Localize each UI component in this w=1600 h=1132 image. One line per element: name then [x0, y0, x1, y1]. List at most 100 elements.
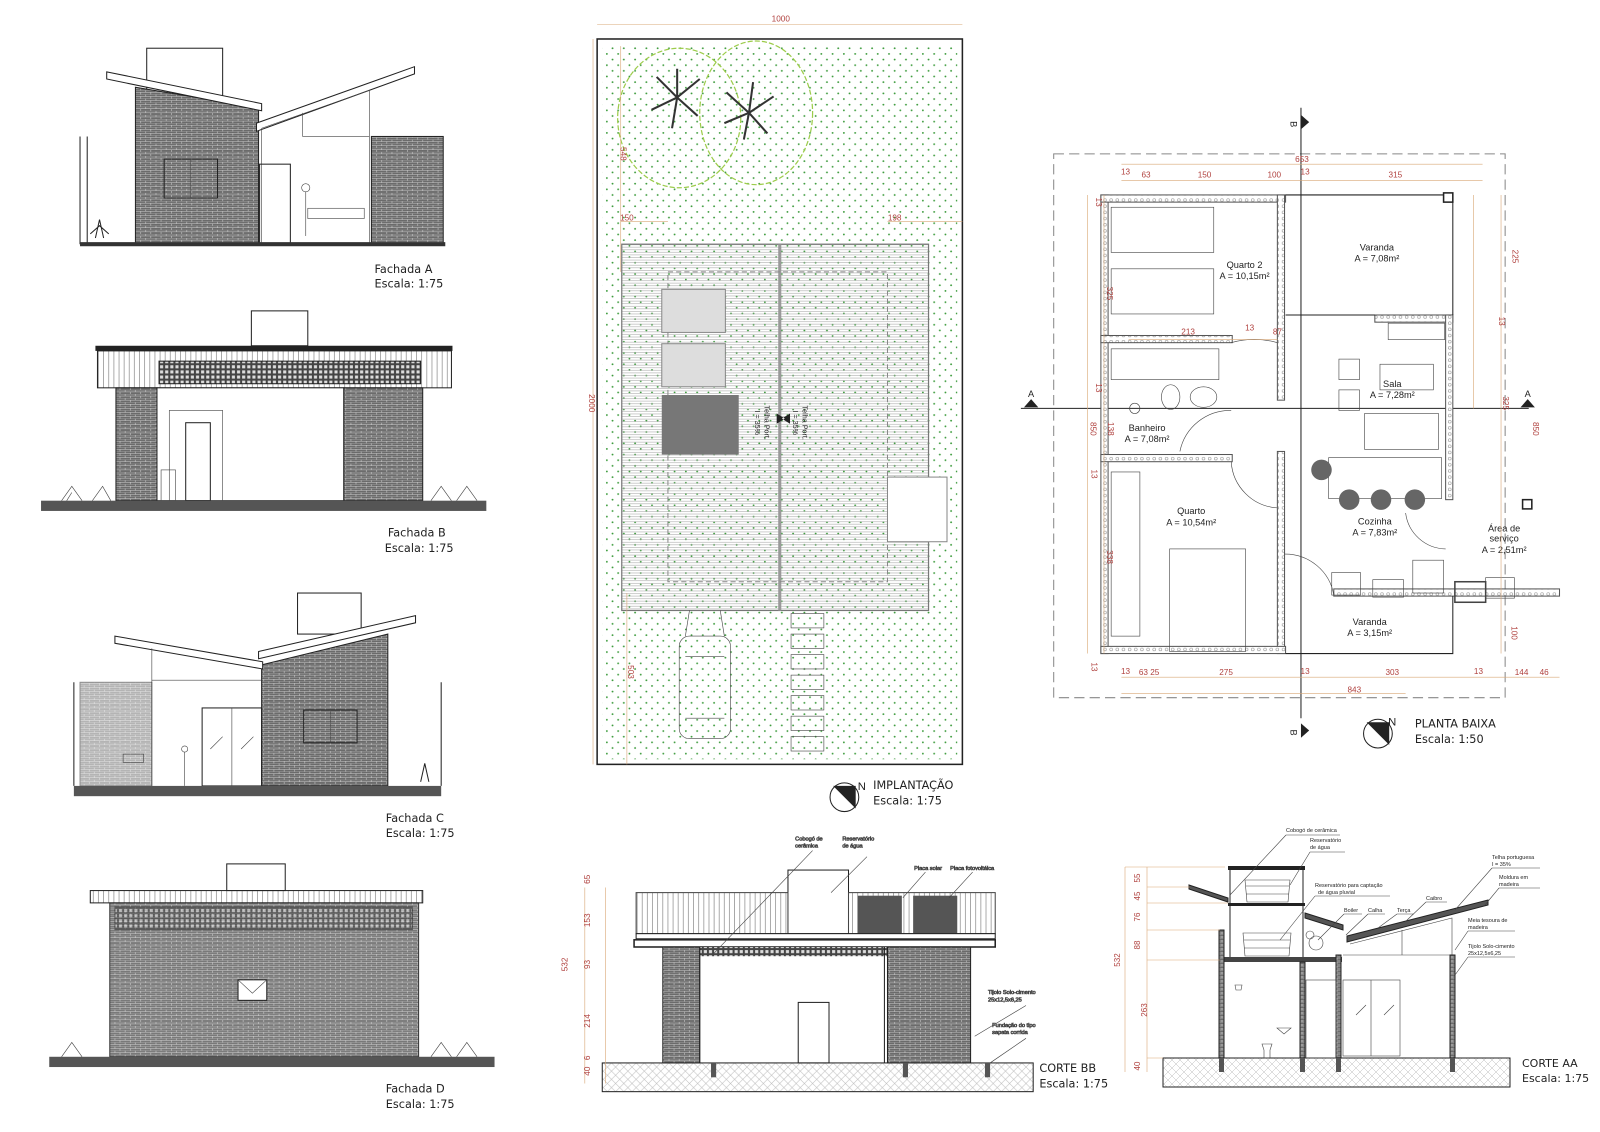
svg-text:88: 88 [1133, 940, 1142, 949]
section-marker-a-right: A [1520, 389, 1535, 408]
svg-text:850: 850 [1531, 422, 1540, 436]
svg-text:13: 13 [1090, 469, 1099, 479]
walls [1100, 192, 1561, 655]
svg-text:40: 40 [1133, 1061, 1142, 1070]
svg-text:225: 225 [1510, 250, 1519, 264]
svg-text:Placa solar: Placa solar [914, 866, 942, 872]
svg-text:Telha portuguesa: Telha portuguesa [1492, 855, 1535, 861]
svg-text:850: 850 [1089, 422, 1098, 436]
svg-text:A = 7,83m²: A = 7,83m² [1352, 528, 1397, 538]
svg-text:Fundação do tipo: Fundação do tipo [992, 1023, 1035, 1029]
svg-text:de água: de água [842, 843, 863, 849]
svg-text:100: 100 [1267, 170, 1281, 179]
svg-text:25x12,5x6,25: 25x12,5x6,25 [988, 997, 1022, 1003]
svg-text:Quarto: Quarto [1177, 506, 1205, 516]
svg-text:N: N [1388, 716, 1396, 728]
svg-text:55: 55 [1133, 873, 1142, 882]
svg-text:843: 843 [1347, 686, 1361, 695]
fachada-a-scale: Escala: 1:75 [374, 277, 443, 290]
svg-text:325: 325 [1105, 287, 1114, 301]
svg-text:A = 10,54m²: A = 10,54m² [1166, 517, 1216, 527]
svg-text:338: 338 [1105, 550, 1114, 564]
svg-text:Cobogó de cerâmica: Cobogó de cerâmica [1286, 828, 1338, 834]
svg-text:Calha: Calha [1368, 908, 1383, 914]
corte-aa-dimensions: 532 55 45 76 88 263 40 [1113, 866, 1228, 1072]
svg-text:100: 100 [1509, 626, 1518, 640]
svg-text:Terça: Terça [1397, 908, 1411, 914]
corte-aa-section: 532 55 45 76 88 263 40 Cobogó de cerâmic… [1113, 828, 1589, 1088]
implantacao-site-plan: 1000 2000 548 150 198 Telha Port. I = 35… [587, 15, 964, 813]
corte-bb-section: 532 65 153 93 214 6 40 Cobogó decerâmica… [560, 836, 1108, 1093]
svg-text:13: 13 [1090, 662, 1099, 672]
section-marker-a-left: A [1023, 389, 1039, 408]
fachada-a: Fachada A Escala: 1:75 [79, 47, 446, 290]
dim-lot-depth: 2000 [587, 394, 596, 413]
svg-text:40: 40 [583, 1066, 592, 1076]
svg-text:45: 45 [1133, 891, 1142, 900]
svg-text:263: 263 [1140, 1003, 1149, 1017]
svg-text:Área de: Área de [1488, 523, 1520, 533]
fachada-c-scale: Escala: 1:75 [386, 827, 455, 840]
svg-text:532: 532 [1113, 953, 1122, 967]
svg-text:213: 213 [1181, 327, 1195, 336]
svg-text:Reservatório para captação: Reservatório para captação [1315, 883, 1383, 889]
svg-text:Tijolo Solo-cimento: Tijolo Solo-cimento [988, 990, 1036, 996]
svg-text:Reservatório: Reservatório [842, 836, 874, 842]
implantacao-title: IMPLANTAÇÃO [873, 779, 953, 792]
svg-text:A: A [1028, 389, 1035, 399]
svg-text:Placa fotovoltáica: Placa fotovoltáica [950, 866, 995, 872]
dining-chairs [1311, 459, 1426, 510]
svg-text:Meia tesoura de: Meia tesoura de [1468, 918, 1507, 924]
svg-text:63: 63 [1141, 170, 1151, 179]
svg-text:65: 65 [583, 874, 592, 884]
svg-text:N: N [858, 781, 866, 793]
car-icon [678, 610, 731, 740]
planta-scale: Escala: 1:50 [1415, 733, 1484, 746]
plan-dimensions: 653 13 63 150 100 13 315 13 325 13 850 1… [1087, 155, 1560, 695]
fachada-b: Fachada B Escala: 1:75 [41, 310, 487, 555]
section-marker-b-top: B [1289, 114, 1310, 130]
fachada-b-scale: Escala: 1:75 [385, 542, 454, 555]
water-tank-icon [1242, 879, 1292, 957]
svg-text:13: 13 [1301, 667, 1311, 676]
svg-text:serviço: serviço [1490, 534, 1519, 544]
svg-text:Cobogó de: Cobogó de [795, 836, 823, 842]
svg-text:A = 7,28m²: A = 7,28m² [1370, 390, 1415, 400]
roof-label-right: Telha Port. I = 35% [791, 406, 808, 440]
dim-back: 503 [626, 665, 635, 679]
svg-text:13: 13 [1121, 167, 1131, 176]
svg-text:13: 13 [1245, 323, 1255, 332]
svg-text:13: 13 [1121, 667, 1131, 676]
svg-text:13: 13 [1474, 667, 1484, 676]
svg-text:Varanda: Varanda [1360, 242, 1395, 252]
svg-text:150: 150 [1198, 170, 1212, 179]
svg-text:138: 138 [1106, 422, 1115, 436]
svg-text:153: 153 [583, 913, 592, 927]
fachada-d: Fachada D Escala: 1:75 [49, 863, 495, 1111]
svg-text:madeira: madeira [1468, 925, 1489, 931]
svg-text:madeira: madeira [1499, 882, 1520, 888]
implantacao-scale: Escala: 1:75 [873, 794, 942, 807]
svg-text:B: B [1289, 121, 1299, 127]
svg-text:13: 13 [1094, 383, 1103, 393]
svg-text:325: 325 [1501, 396, 1510, 410]
svg-text:Tijolo Solo-cimento: Tijolo Solo-cimento [1468, 944, 1515, 950]
furniture [1110, 206, 1515, 652]
section-marker-b-bottom: B [1289, 723, 1310, 738]
svg-text:214: 214 [583, 1014, 592, 1028]
boiler-icon [1305, 930, 1324, 951]
corte-aa-title: CORTE AA [1522, 1057, 1578, 1070]
fachada-a-title: Fachada A [374, 263, 432, 276]
corte-bb-scale: Escala: 1:75 [1039, 1078, 1108, 1091]
dim-lot-width: 1000 [772, 15, 791, 24]
svg-text:315: 315 [1389, 170, 1403, 179]
corte-bb-dimensions: 532 65 153 93 214 6 40 [560, 874, 606, 1084]
svg-text:Caibro: Caibro [1426, 896, 1442, 902]
